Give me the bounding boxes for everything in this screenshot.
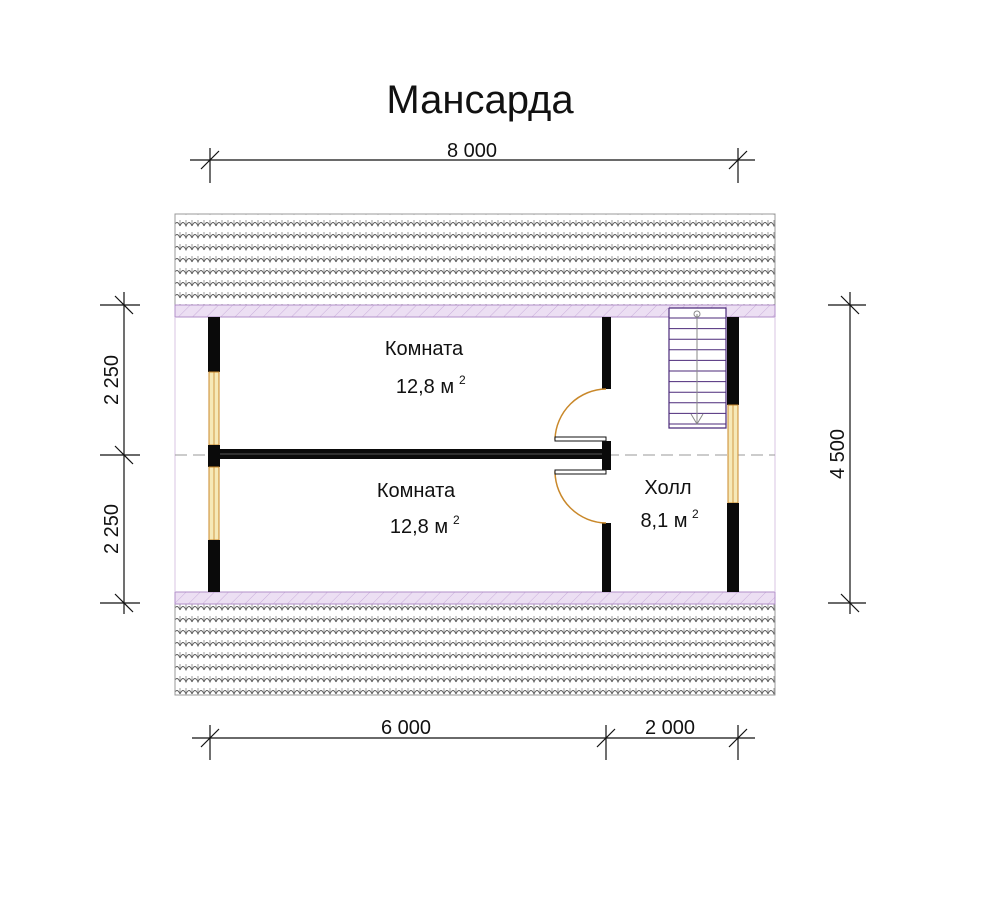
stair-direction-arrow-icon (690, 413, 704, 425)
left-dimension: 2 250 2 250 (100, 292, 140, 614)
middle-wall (602, 317, 611, 592)
room-label-upper: Комната 12,8 м 2 (385, 338, 466, 398)
room-name: Комната (385, 338, 464, 360)
eave-strip-top (174, 304, 776, 318)
roof-tiles-bottom (174, 602, 776, 696)
right-dimension-label: 4 500 (827, 429, 849, 479)
room-area: 12,8 м (396, 376, 454, 398)
room-area: 8,1 м (640, 510, 687, 532)
bottom-dimension-right-label: 2 000 (645, 717, 695, 739)
room-area-unit-power: 2 (692, 507, 699, 521)
room-name: Комната (377, 480, 456, 502)
right-dimension: 4 500 (827, 292, 866, 614)
door-lower-room (554, 469, 607, 524)
left-wall (208, 317, 220, 592)
room-area: 12,8 м (390, 516, 448, 538)
room-name: Холл (644, 477, 691, 499)
right-wall (727, 317, 739, 592)
room-label-lower: Комната 12,8 м 2 (377, 480, 460, 538)
door-upper-room (554, 388, 607, 442)
room-area-unit-power: 2 (459, 373, 466, 387)
room-label-hall: Холл 8,1 м 2 (640, 477, 699, 532)
room-area-unit-power: 2 (453, 513, 460, 527)
bottom-dimension: 6 000 2 000 (192, 717, 755, 760)
left-dimension-lower-label: 2 250 (101, 504, 123, 554)
roof-tiles-top (174, 213, 776, 308)
staircase (668, 307, 727, 429)
bottom-dimension-left-label: 6 000 (381, 717, 431, 739)
top-dimension-label: 8 000 (447, 140, 497, 162)
plan-title: Мансарда (386, 78, 574, 122)
top-dimension: 8 000 (190, 140, 755, 183)
left-dimension-upper-label: 2 250 (101, 355, 123, 405)
eave-strip-bottom (174, 591, 776, 605)
